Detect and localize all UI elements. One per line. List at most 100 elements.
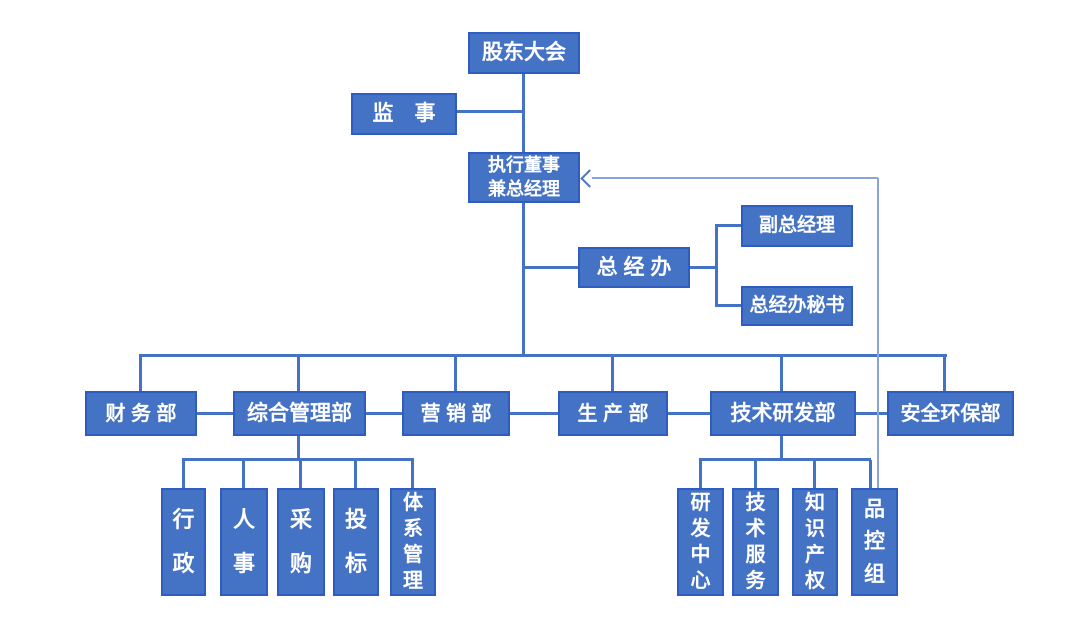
vertical-char: 政 <box>172 550 195 576</box>
connector-to-gm-secretary <box>715 304 741 307</box>
node-label: 知识产权 <box>794 490 836 594</box>
vertical-char: 行 <box>172 506 195 532</box>
connector-drop-marketing <box>454 355 457 391</box>
node-label: 营 销 部 <box>420 402 492 425</box>
connector-drop-finance <box>139 355 142 391</box>
vertical-char: 理 <box>403 570 423 592</box>
node-gm-office-secretary: 总经办秘书 <box>741 286 853 326</box>
vertical-char: 投 <box>344 506 367 532</box>
vertical-char: 发 <box>690 518 711 540</box>
node-hr: 人事 <box>220 488 268 596</box>
node-label: 综合管理部 <box>247 401 352 425</box>
node-gm-office: 总 经 办 <box>578 247 690 288</box>
node-tech-service: 技术服务 <box>732 488 779 596</box>
feedback-line-horizontal <box>592 177 878 179</box>
node-label: 品控组 <box>853 490 896 594</box>
connector-drop-system-mgmt <box>411 460 414 488</box>
connector-drop-hr <box>242 460 245 488</box>
connector-generalmgmt-subrow <box>182 458 414 461</box>
connector-link-techrd-safetyenv <box>856 412 887 415</box>
connector-drop-rd-center <box>699 460 702 488</box>
connector-generalmgmt-substem <box>297 436 300 460</box>
node-supervisor: 监 事 <box>351 93 457 135</box>
vertical-char: 采 <box>289 506 312 532</box>
connector-drop-bidding <box>354 460 357 488</box>
node-tech-rd-dept: 技术研发部 <box>710 391 856 436</box>
node-label: 采购 <box>279 490 323 594</box>
connector-gmoffice-bracket <box>715 224 718 307</box>
node-label-line2: 兼总经理 <box>488 178 560 199</box>
node-bidding: 投标 <box>333 488 379 596</box>
node-label: 监 事 <box>372 102 436 126</box>
node-production-dept: 生 产 部 <box>558 391 668 436</box>
vertical-char: 知 <box>805 492 825 514</box>
connector-trunk-to-gmoffice <box>523 266 578 269</box>
node-label: 副总经理 <box>758 214 835 236</box>
vertical-char: 技 <box>745 492 766 514</box>
connector-shareholders-to-exec <box>522 73 525 154</box>
connector-drop-safety-env <box>943 355 946 391</box>
vertical-char: 权 <box>805 570 825 592</box>
connector-drop-tech-service <box>754 460 757 488</box>
vertical-char: 标 <box>344 550 367 576</box>
node-label: 财 务 部 <box>105 402 177 425</box>
vertical-char: 研 <box>690 492 711 514</box>
vertical-char: 购 <box>289 550 312 576</box>
node-system-mgmt: 体系管理 <box>390 488 436 596</box>
node-label: 技术服务 <box>734 490 777 594</box>
vertical-char: 系 <box>403 518 423 540</box>
node-label: 技术研发部 <box>730 401 836 425</box>
vertical-char: 管 <box>403 544 423 566</box>
node-rd-center: 研发中心 <box>677 488 724 596</box>
vertical-char: 务 <box>745 570 766 592</box>
vertical-char: 产 <box>805 544 825 566</box>
node-label: 安全环保部 <box>900 402 1001 425</box>
node-label-line1: 执行董事 <box>488 155 560 176</box>
connector-drop-admin <box>182 460 185 488</box>
node-procurement: 采购 <box>277 488 325 596</box>
connector-drop-quality-control <box>869 460 872 488</box>
connector-drop-tech-rd <box>780 355 783 391</box>
feedback-line-vertical <box>877 178 879 488</box>
connector-drop-general-mgmt <box>297 355 300 391</box>
node-shareholders-meeting: 股东大会 <box>468 32 580 74</box>
feedback-arrowhead-icon <box>580 169 599 188</box>
vertical-char: 术 <box>745 518 766 540</box>
connector-exec-trunk <box>522 202 525 357</box>
node-general-mgmt-dept: 综合管理部 <box>233 391 366 436</box>
connector-link-finance-generalmgmt <box>197 412 233 415</box>
connector-supervisor <box>457 110 524 113</box>
vertical-char: 识 <box>805 518 825 540</box>
node-quality-control: 品控组 <box>851 488 898 596</box>
node-marketing-dept: 营 销 部 <box>402 391 510 436</box>
connector-link-marketing-production <box>510 412 558 415</box>
vertical-char: 控 <box>864 530 885 554</box>
vertical-char: 服 <box>745 544 766 566</box>
connector-gmoffice-bracket-stem <box>690 266 717 269</box>
node-label: 执行董事 兼总经理 <box>488 154 560 201</box>
node-label: 行政 <box>163 490 204 594</box>
node-executive-director-gm: 执行董事 兼总经理 <box>468 152 580 203</box>
connector-drop-procurement <box>299 460 302 488</box>
vertical-char: 品 <box>864 497 885 521</box>
node-label: 人事 <box>222 490 266 594</box>
vertical-char: 心 <box>690 570 711 592</box>
connector-drop-production <box>611 355 614 391</box>
connector-dept-row <box>139 354 947 357</box>
vertical-char: 中 <box>690 544 711 566</box>
node-label: 总经办秘书 <box>749 294 845 316</box>
node-admin: 行政 <box>161 488 206 596</box>
vertical-char: 体 <box>403 492 423 514</box>
node-label: 体系管理 <box>392 490 434 594</box>
connector-link-generalmgmt-marketing <box>366 412 402 415</box>
node-finance-dept: 财 务 部 <box>85 391 197 436</box>
node-safety-env-dept: 安全环保部 <box>887 391 1014 436</box>
node-intellectual-property: 知识产权 <box>792 488 838 596</box>
connector-drop-ip <box>813 460 816 488</box>
node-label: 研发中心 <box>679 490 722 594</box>
vertical-char: 人 <box>232 506 255 532</box>
vertical-char: 事 <box>232 550 255 576</box>
node-label: 投标 <box>335 490 377 594</box>
node-label: 生 产 部 <box>577 402 649 425</box>
